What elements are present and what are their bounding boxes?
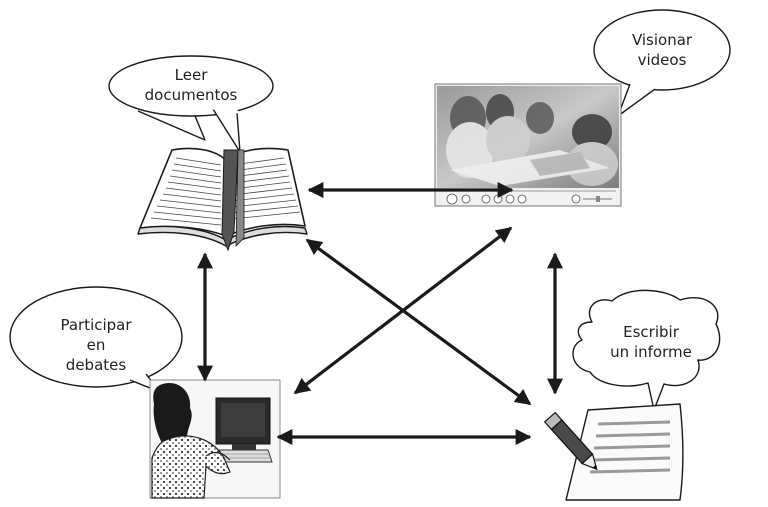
bubble-leer-line1: Leer <box>174 66 208 84</box>
open-book-icon <box>137 147 308 252</box>
bubble-escribir-line1: Escribir <box>623 323 679 341</box>
arrow-book-document <box>305 238 532 406</box>
video-player-icon <box>434 83 622 207</box>
bubble-visionar-line1: Visionar <box>631 31 693 49</box>
bubble-participar-line2: en <box>86 336 106 354</box>
bubble-leer <box>108 55 274 153</box>
bubble-visionar-line2: videos <box>637 51 687 69</box>
arrow-video-computer <box>293 226 513 395</box>
bubble-participar-line1: Participar <box>60 316 132 334</box>
pen-and-paper-icon <box>543 403 684 501</box>
person-at-computer-icon <box>149 379 281 499</box>
bubble-leer-text: Leer documentos <box>141 65 241 105</box>
bubble-leer-line2: documentos <box>144 86 238 104</box>
bubble-participar-text: Participar en debates <box>46 315 146 375</box>
bubble-participar-line3: debates <box>65 356 127 374</box>
arrows <box>197 182 563 445</box>
bubble-escribir-text: Escribir un informe <box>596 322 706 362</box>
bubble-visionar-text: Visionar videos <box>612 30 712 70</box>
bubble-visionar <box>593 9 731 117</box>
bubble-escribir-line2: un informe <box>610 343 692 361</box>
bubble-escribir <box>572 289 721 411</box>
